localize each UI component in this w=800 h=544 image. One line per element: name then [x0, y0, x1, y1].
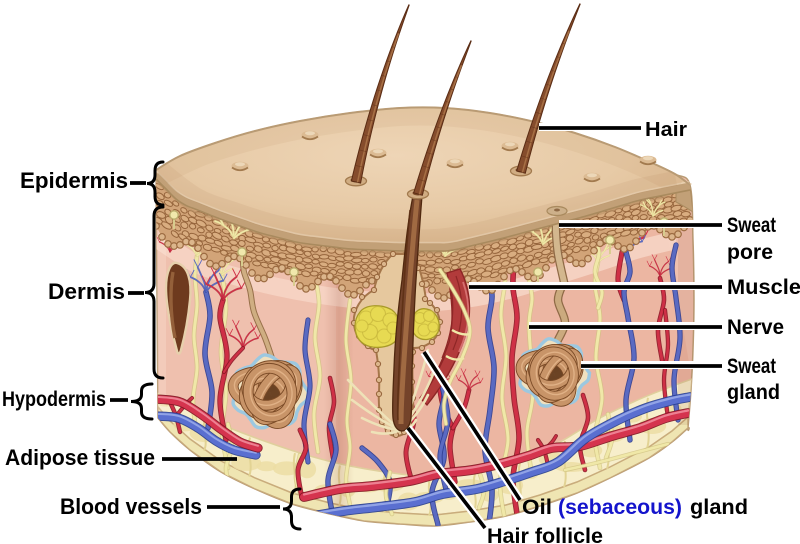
svg-text:Nerve: Nerve: [727, 316, 784, 339]
svg-text:Sweat: Sweat: [727, 355, 776, 378]
svg-text:Hair follicle: Hair follicle: [487, 525, 603, 544]
svg-text:Oil: Oil: [522, 496, 552, 519]
svg-text:gland: gland: [690, 496, 748, 519]
svg-text:(sebaceous): (sebaceous): [558, 496, 682, 519]
svg-text:Sweat: Sweat: [727, 214, 776, 237]
svg-text:Dermis: Dermis: [48, 279, 125, 304]
svg-text:pore: pore: [727, 241, 773, 264]
svg-text:Epidermis: Epidermis: [20, 168, 128, 193]
svg-text:Blood vessels: Blood vessels: [60, 494, 202, 519]
svg-text:Hypodermis: Hypodermis: [2, 388, 106, 411]
svg-text:Muscle: Muscle: [727, 276, 800, 299]
svg-text:Adipose tissue: Adipose tissue: [5, 445, 155, 470]
svg-text:Hair: Hair: [645, 119, 687, 141]
svg-text:gland: gland: [727, 381, 780, 404]
